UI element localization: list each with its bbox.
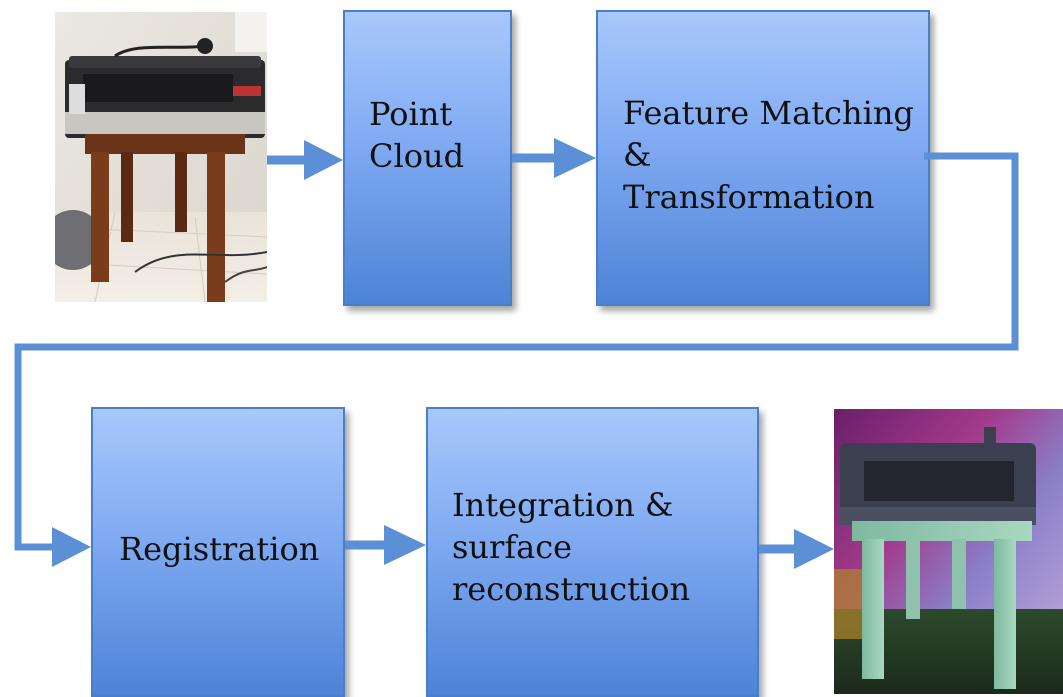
- arrow-point-cloud-to-feature: [512, 138, 596, 178]
- step-label: Integration & surface reconstruction: [452, 486, 691, 608]
- step-point-cloud: Point Cloud: [343, 10, 512, 306]
- step-integration: Integration & surface reconstruction: [426, 407, 759, 697]
- arrow-registration-to-integration: [345, 525, 426, 565]
- input-photo: [55, 12, 267, 302]
- printer-photo-image: [55, 12, 267, 302]
- step-label: Point Cloud: [369, 95, 465, 175]
- arrow-integration-to-output: [759, 529, 834, 569]
- step-registration: Registration: [91, 407, 345, 697]
- step-feature-matching: Feature Matching & Transformation: [596, 10, 930, 306]
- output-model-render: [834, 409, 1063, 694]
- arrow-input-to-point-cloud: [267, 140, 343, 180]
- step-label: Registration: [119, 530, 320, 568]
- reconstruction-model-image: [834, 409, 1063, 694]
- step-label: Feature Matching & Transformation: [623, 94, 914, 216]
- arrow-feature-to-registration: [14, 152, 1019, 567]
